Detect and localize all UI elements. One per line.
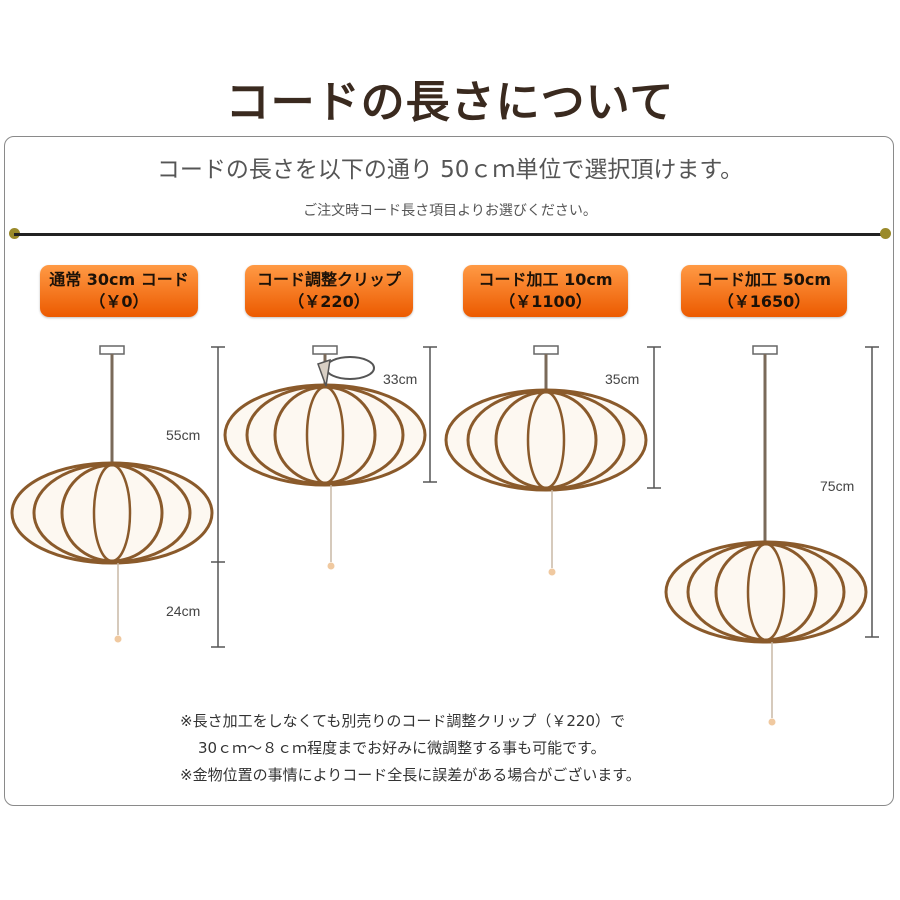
dimension-label: 33cm [383,371,417,387]
footnote: ※長さ加工をしなくても別売りのコード調整クリップ（￥220）で [180,712,626,730]
option-name: コード調整クリップ [256,270,401,289]
dimension-label: 24cm [166,603,200,619]
dimension-label: 75cm [820,478,854,494]
footnotes: ※長さ加工をしなくても別売りのコード調整クリップ（￥220）で 30ｃｍ～８ｃｍ… [180,708,641,789]
footnote: ※金物位置の事情によりコード全長に誤差がある場合がございます。 [180,766,641,784]
pendant-lamp-icon [444,345,648,576]
pendant-lamp-icon [664,345,868,726]
option-price: （￥0） [89,292,149,311]
option-price: （￥1650） [717,292,811,311]
rule-right-dot [880,228,891,239]
option-price: （￥220） [288,292,370,311]
option-badge-clip: コード調整クリップ （￥220） [245,265,413,317]
dimension-label: 55cm [166,427,200,443]
footnote: 30ｃｍ～８ｃｍ程度までお好みに微調整する事も可能です。 [198,739,606,757]
option-name: コード加工 50cm [697,270,831,289]
divider-rule [14,233,886,236]
option-price: （￥1100） [499,292,592,311]
order-note: ご注文時コード長さ項目よりお選びください。 [303,203,597,219]
option-badge-cord-10: コード加工 10cm （￥1100） [463,265,628,317]
option-badge-standard: 通常 30cm コード （￥0） [40,265,198,317]
info-panel [4,136,894,806]
dimension-label: 35cm [605,371,639,387]
option-name: 通常 30cm コード [49,270,189,289]
pendant-lamp-icon [10,345,214,643]
page-title: コードの長さについて [225,77,675,128]
length-subtitle: コードの長さを以下の通り 50ｃｍ単位で選択頂けます。 [156,157,744,183]
option-badge-cord-50: コード加工 50cm （￥1650） [681,265,847,317]
cord-clip-icon [317,356,375,387]
option-name: コード加工 10cm [478,270,613,289]
